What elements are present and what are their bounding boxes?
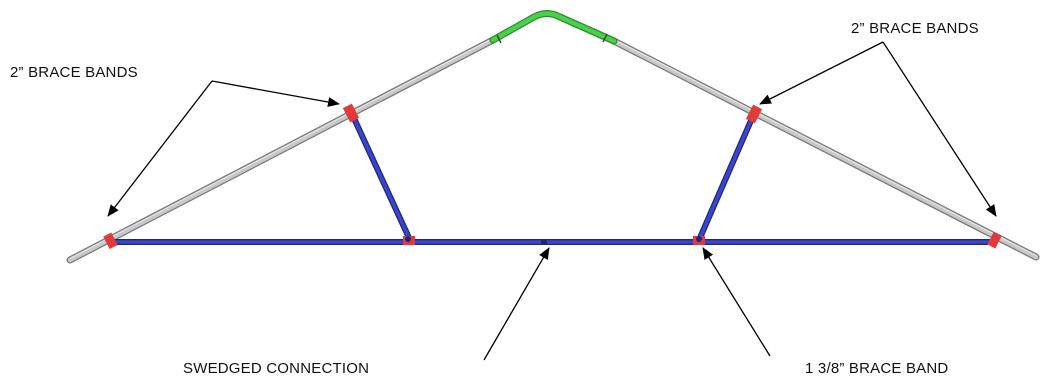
label-brace-bands-left: 2” BRACE BANDS (10, 64, 138, 81)
bottom-chord (112, 239, 995, 245)
brace-band-right-end (987, 231, 1002, 249)
brace-band-left-end (103, 232, 118, 250)
right-rafter (610, 37, 1040, 261)
right-web-brace (696, 113, 756, 243)
arrow-right-to-upper-band (759, 41, 884, 105)
label-small-brace-band: 1 3/8” BRACE BAND (805, 360, 949, 377)
label-brace-bands-right: 2” BRACE BANDS (851, 20, 979, 37)
arrows (107, 41, 997, 361)
swedged-joint (541, 239, 547, 245)
peak-fitting (489, 10, 618, 45)
arrow-right-to-end-band (882, 41, 997, 217)
arrow-left-to-upper-band (211, 80, 340, 107)
brace-band-left-upper (342, 103, 360, 123)
brace-band-right-upper (745, 104, 763, 124)
label-swedged-connection: SWEDGED CONNECTION (183, 360, 370, 377)
left-web-brace (349, 111, 413, 243)
left-rafter (66, 36, 497, 264)
small-band-right-web (693, 236, 705, 245)
small-band-left-web (403, 236, 415, 245)
arrow-to-swedged (483, 247, 550, 361)
arrow-left-to-end-band (107, 80, 213, 217)
arrow-to-small-band (702, 247, 771, 357)
